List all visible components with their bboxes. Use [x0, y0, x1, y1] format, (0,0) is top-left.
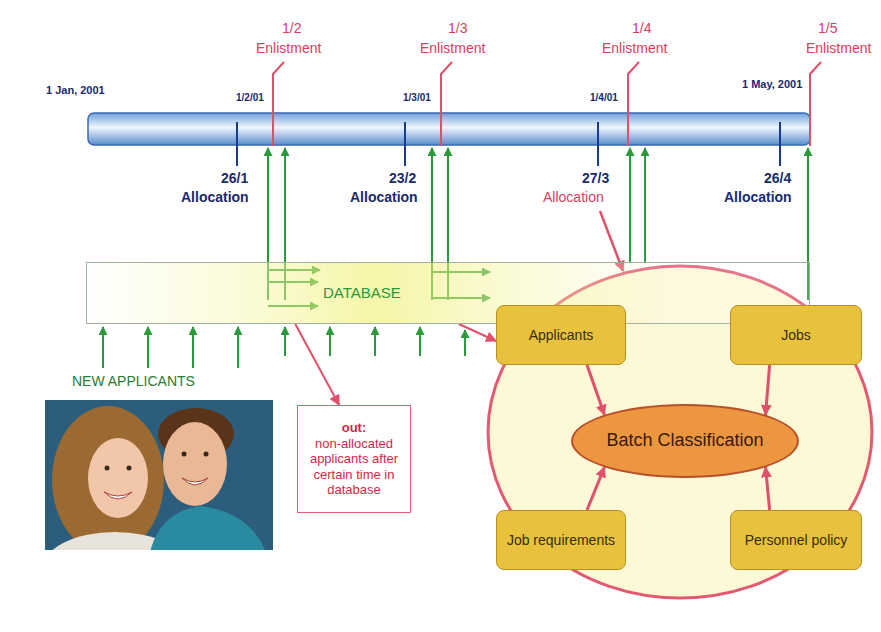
connector-arrow	[459, 324, 496, 341]
input-box: Job requirements	[496, 510, 626, 570]
flow-arrow	[329, 327, 331, 356]
allocation-date: 23/2	[389, 170, 416, 187]
couple-photo	[45, 400, 273, 550]
eye	[127, 466, 132, 471]
allocation-date: 26/4	[764, 170, 791, 187]
smile	[104, 492, 132, 499]
process-ellipse: Batch Classification	[571, 404, 799, 478]
smile	[182, 478, 208, 485]
flow-arrow	[147, 327, 149, 368]
shirt	[150, 506, 266, 550]
applicants-label: NEW APPLICANTS	[72, 373, 195, 390]
node-text: Applicants	[529, 327, 594, 344]
node-text: Jobs	[781, 327, 811, 344]
allocation-label: Allocation	[350, 189, 418, 206]
flow-arrow	[284, 327, 286, 356]
date-label: 1/2/01	[236, 92, 264, 104]
allocation-ticks	[237, 122, 780, 166]
node-body: non-allocated applicants after certain t…	[302, 436, 406, 498]
date-label: 1/4/01	[590, 92, 618, 104]
connector-arrow	[766, 467, 770, 510]
flow-arrow	[464, 330, 466, 356]
enlistment-label: Enlistment	[806, 40, 871, 57]
connector-arrow	[587, 365, 604, 415]
database-band: DATABASE	[86, 262, 810, 324]
flow-arrow	[644, 148, 646, 262]
node-text: DATABASE	[323, 284, 401, 302]
note-box: out:non-allocated applicants after certa…	[297, 405, 411, 513]
enlistment-mark	[441, 62, 452, 146]
allocation-label: Allocation	[543, 189, 604, 206]
enlistment-label: Enlistment	[420, 40, 485, 57]
connector-arrow	[766, 365, 770, 415]
hair	[52, 406, 164, 550]
eye	[204, 452, 209, 457]
flow-arrow	[237, 327, 239, 368]
input-box: Applicants	[496, 305, 626, 365]
node-text: Batch Classification	[606, 430, 763, 452]
enlistment-label: Enlistment	[256, 40, 321, 57]
enlistment-date: 1/2	[282, 20, 301, 37]
input-box: Personnel policy	[730, 510, 862, 570]
timeline-bar	[88, 113, 810, 145]
allocation-tick	[597, 122, 599, 166]
enlistment-marks	[273, 62, 821, 146]
allocation-date: 26/1	[221, 170, 248, 187]
date-label: 1 May, 2001	[742, 78, 802, 91]
flow-arrow	[374, 327, 376, 356]
connector-arrow	[587, 467, 604, 510]
allocation-tick	[404, 122, 406, 166]
allocation-date: 27/3	[582, 170, 609, 187]
enlistment-mark	[628, 62, 639, 146]
date-label: 1/3/01	[403, 92, 431, 104]
date-label: 1 Jan, 2001	[46, 84, 105, 97]
face	[88, 438, 148, 518]
allocation-tick	[236, 122, 238, 166]
applicant-flow-arrows	[103, 148, 808, 368]
node-text: Job requirements	[507, 532, 615, 549]
enlistment-date: 1/5	[818, 20, 837, 37]
input-box: Jobs	[730, 305, 862, 365]
connector-arrow	[295, 324, 339, 405]
eye	[182, 452, 187, 457]
enlistment-label: Enlistment	[602, 40, 667, 57]
enlistment-mark	[273, 62, 284, 146]
flow-arrow	[419, 327, 421, 356]
eye	[105, 466, 110, 471]
enlistment-date: 1/3	[448, 20, 467, 37]
flow-arrow	[192, 327, 194, 368]
face	[163, 422, 227, 506]
allocation-tick	[779, 122, 781, 166]
allocation-label: Allocation	[724, 189, 792, 206]
allocation-label: Allocation	[181, 189, 249, 206]
enlistment-mark	[810, 62, 821, 146]
enlistment-date: 1/4	[632, 20, 651, 37]
flow-arrow	[102, 327, 104, 368]
flow-arrow	[629, 148, 631, 262]
node-text: Personnel policy	[745, 532, 848, 549]
node-text: out:	[342, 420, 367, 436]
